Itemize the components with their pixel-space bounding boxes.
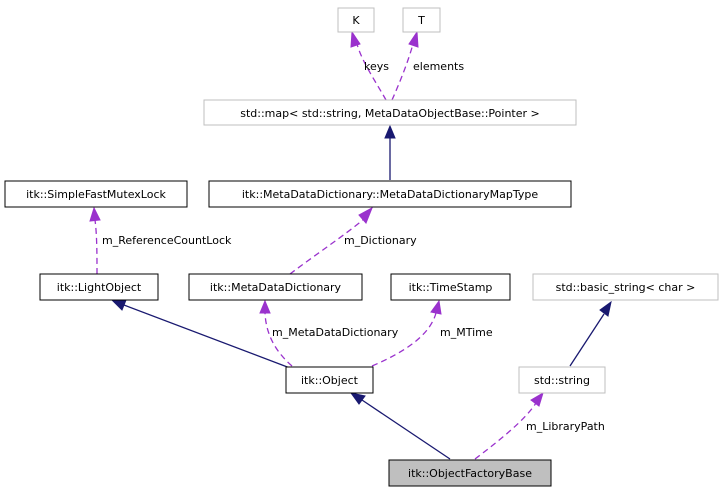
edge-string-basic-string-arrowhead	[599, 300, 612, 317]
node-simple-fast-mutex-lock-label: itk::SimpleFastMutexLock	[26, 188, 166, 201]
edge-reference-count-lock-arrowhead	[89, 206, 101, 222]
edge-library-path-arrowhead	[530, 391, 544, 407]
node-std-string-label: std::string	[534, 374, 590, 387]
node-meta-data-dictionary[interactable]: itk::MetaDataDictionary	[188, 273, 363, 301]
edge-label-dictionary: m_Dictionary	[344, 234, 417, 247]
node-meta-data-dictionary-box	[188, 273, 363, 301]
node-std-map-label: std::map< std::string, MetaDataObjectBas…	[240, 107, 540, 120]
node-basic-string-label: std::basic_string< char >	[556, 281, 696, 294]
edge-dictionary-line	[289, 218, 365, 275]
node-light-object-box	[39, 273, 159, 301]
edge-meta-data-dictionary-line	[264, 312, 293, 367]
node-light-object[interactable]: itk::LightObject	[39, 273, 159, 301]
edge-mtime-arrowhead	[430, 299, 442, 315]
edge-label-mtime: m_MTime	[440, 326, 493, 339]
edge-maptype-arrowhead	[384, 124, 396, 139]
node-object-factory-base-box	[388, 459, 552, 487]
edge-label-keys: keys	[364, 60, 389, 73]
edge-keys-arrowhead	[350, 30, 361, 48]
node-k-box	[337, 7, 375, 33]
node-object-label: itk::Object	[301, 374, 359, 387]
edge-factory-inherits-object	[349, 392, 451, 460]
edge-dictionary-arrowhead	[358, 206, 373, 224]
edge-factory-object-line	[361, 399, 451, 460]
edge-mtime: m_MTime	[371, 299, 493, 367]
node-time-stamp[interactable]: itk::TimeStamp	[390, 273, 511, 301]
edge-string-basic-string-line	[569, 313, 605, 367]
node-t-label: T	[417, 14, 425, 27]
node-std-string[interactable]: std::string	[518, 366, 606, 394]
node-map-type-box	[208, 180, 572, 208]
edge-keys: keys	[350, 30, 389, 101]
edge-factory-object-arrowhead	[349, 392, 366, 405]
node-std-map[interactable]: std::map< std::string, MetaDataObjectBas…	[203, 99, 577, 126]
edge-reference-count-lock: m_ReferenceCountLock	[89, 206, 232, 275]
node-k[interactable]: K	[337, 7, 375, 33]
node-std-map-box	[203, 99, 577, 126]
edge-meta-data-dictionary: m_MetaDataDictionary	[259, 299, 399, 367]
edge-label-reference-count-lock: m_ReferenceCountLock	[102, 234, 232, 247]
edge-label-library-path: m_LibraryPath	[526, 420, 605, 433]
node-map-type[interactable]: itk::MetaDataDictionary::MetaDataDiction…	[208, 180, 572, 208]
edge-library-path-line	[474, 402, 537, 460]
node-simple-fast-mutex-lock[interactable]: itk::SimpleFastMutexLock	[4, 180, 188, 208]
node-object-box	[285, 366, 374, 394]
edge-keys-line	[356, 43, 387, 101]
edge-meta-data-dictionary-arrowhead	[259, 299, 271, 314]
node-object-factory-base-label: itk::ObjectFactoryBase	[408, 467, 532, 480]
node-map-type-label: itk::MetaDataDictionary::MetaDataDiction…	[242, 188, 538, 201]
edge-elements: elements	[391, 30, 464, 101]
edge-label-elements: elements	[413, 60, 464, 73]
node-basic-string[interactable]: std::basic_string< char >	[532, 273, 719, 301]
edge-dictionary: m_Dictionary	[289, 206, 417, 275]
node-object[interactable]: itk::Object	[285, 366, 374, 394]
edge-label-meta-data-dictionary: m_MetaDataDictionary	[272, 326, 399, 339]
edge-maptype-inherits-map	[384, 124, 396, 180]
node-object-factory-base[interactable]: itk::ObjectFactoryBase	[388, 459, 552, 487]
node-time-stamp-box	[390, 273, 511, 301]
edge-mtime-line	[371, 312, 437, 367]
node-t-box	[402, 7, 441, 33]
node-t[interactable]: T	[402, 7, 441, 33]
node-light-object-label: itk::LightObject	[57, 281, 142, 294]
node-meta-data-dictionary-label: itk::MetaDataDictionary	[210, 281, 342, 294]
node-simple-fast-mutex-lock-box	[4, 180, 188, 208]
edge-elements-line	[391, 43, 414, 101]
node-std-string-box	[518, 366, 606, 394]
edge-object-lightobject-arrowhead	[110, 299, 127, 311]
edge-object-lightobject-line	[123, 304, 291, 369]
edge-library-path: m_LibraryPath	[474, 391, 605, 460]
edge-reference-count-lock-line	[94, 219, 98, 275]
edge-string-inherits-basic-string	[569, 300, 612, 367]
node-basic-string-box	[532, 273, 719, 301]
edge-elements-arrowhead	[408, 30, 419, 48]
node-k-label: K	[352, 14, 360, 27]
node-time-stamp-label: itk::TimeStamp	[409, 281, 493, 294]
